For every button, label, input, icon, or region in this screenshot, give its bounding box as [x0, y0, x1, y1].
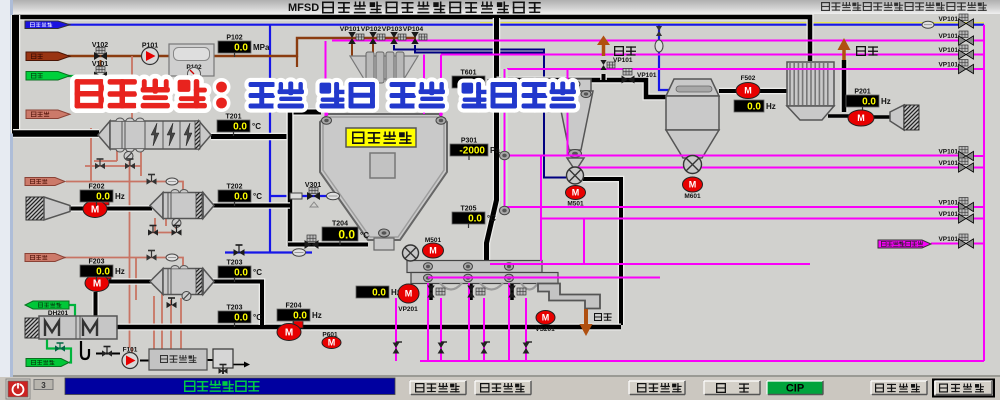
svg-text:F202: F202	[89, 184, 105, 191]
svg-text:T601: T601	[461, 70, 477, 77]
svg-text:V102: V102	[92, 42, 108, 49]
svg-text:F204: F204	[286, 303, 302, 310]
svg-text:0.0: 0.0	[234, 313, 248, 324]
svg-text:VS201: VS201	[535, 326, 555, 333]
svg-text:-2000: -2000	[459, 146, 485, 157]
svg-text:M: M	[857, 113, 865, 123]
svg-text:M: M	[285, 328, 293, 339]
svg-text:0.0: 0.0	[372, 288, 386, 299]
svg-text:M: M	[91, 205, 99, 216]
svg-text:VP101: VP101	[637, 72, 657, 79]
svg-text:V101: V101	[92, 61, 108, 68]
svg-text:0.0: 0.0	[862, 97, 876, 108]
svg-text:T203: T203	[227, 260, 243, 267]
svg-text:DH201: DH201	[48, 310, 69, 317]
svg-text:VP101: VP101	[938, 62, 958, 69]
svg-text:3: 3	[41, 381, 46, 390]
svg-text:T203: T203	[227, 305, 243, 312]
svg-text:F203: F203	[89, 259, 105, 266]
svg-text:VP101: VP101	[938, 211, 958, 218]
svg-text:M: M	[328, 338, 336, 348]
svg-text:M: M	[572, 188, 580, 198]
svg-text:T202: T202	[227, 184, 243, 191]
svg-text:P102: P102	[226, 35, 242, 42]
svg-text:°C: °C	[253, 192, 262, 201]
svg-text:M: M	[689, 180, 697, 190]
svg-text:°C: °C	[360, 231, 369, 240]
svg-text:VP101: VP101	[938, 16, 958, 23]
svg-text:°C: °C	[253, 313, 262, 322]
svg-text:0.0: 0.0	[234, 192, 248, 203]
svg-text:P201: P201	[854, 89, 870, 96]
svg-text:F101: F101	[123, 347, 138, 354]
svg-text:°C: °C	[253, 268, 262, 277]
svg-text:M501: M501	[567, 201, 584, 208]
svg-text:VP102: VP102	[361, 26, 382, 33]
svg-text:VP101: VP101	[938, 200, 958, 207]
svg-text:MPa: MPa	[253, 43, 270, 52]
svg-text:P601: P601	[322, 332, 338, 339]
svg-text:VP101: VP101	[938, 33, 958, 40]
svg-text:0.0: 0.0	[234, 43, 248, 54]
svg-text:M: M	[744, 86, 752, 96]
svg-text:V301: V301	[305, 182, 321, 189]
svg-text:0.0: 0.0	[234, 268, 248, 279]
svg-text:0.0: 0.0	[96, 267, 110, 278]
svg-text:P101: P101	[142, 43, 158, 50]
svg-text:0.0: 0.0	[96, 192, 110, 203]
svg-text:Hz: Hz	[312, 311, 322, 320]
svg-text:VP103: VP103	[382, 26, 403, 33]
svg-text:CIP: CIP	[786, 383, 804, 395]
svg-text:M: M	[542, 313, 550, 323]
svg-text:F502: F502	[741, 75, 756, 82]
svg-text:M501: M501	[425, 237, 442, 244]
svg-text:Hz: Hz	[881, 97, 891, 106]
svg-text:VP101: VP101	[938, 149, 958, 156]
svg-text:VP101: VP101	[613, 57, 633, 64]
svg-text:0.0: 0.0	[747, 102, 761, 113]
svg-text:M: M	[93, 279, 101, 290]
svg-text:VP201: VP201	[398, 306, 418, 313]
svg-text:0.0: 0.0	[338, 228, 355, 242]
svg-text:M601: M601	[684, 193, 701, 200]
svg-text:M: M	[429, 246, 437, 256]
svg-text:Hz: Hz	[391, 288, 401, 297]
svg-text:M: M	[405, 289, 413, 299]
svg-text:°C: °C	[252, 122, 261, 131]
svg-text:VP101: VP101	[340, 26, 361, 33]
svg-text:MFSD: MFSD	[288, 2, 319, 14]
svg-text:Hz: Hz	[115, 267, 125, 276]
svg-text:T205: T205	[461, 206, 477, 213]
svg-text:T201: T201	[226, 114, 242, 121]
svg-text:Hz: Hz	[766, 102, 776, 111]
svg-text:VP101: VP101	[938, 236, 958, 243]
svg-text:VP101: VP101	[938, 47, 958, 54]
svg-text:0.0: 0.0	[233, 122, 247, 133]
svg-text:°C: °C	[487, 214, 496, 223]
svg-text:0.0: 0.0	[293, 311, 307, 322]
svg-text:P301: P301	[461, 138, 477, 145]
svg-text:Pa: Pa	[490, 146, 500, 155]
svg-text:VP101: VP101	[938, 160, 958, 167]
svg-text:T204: T204	[332, 221, 348, 228]
svg-text:0.0: 0.0	[468, 214, 482, 225]
svg-text:VP104: VP104	[403, 26, 424, 33]
svg-text:Hz: Hz	[115, 192, 125, 201]
